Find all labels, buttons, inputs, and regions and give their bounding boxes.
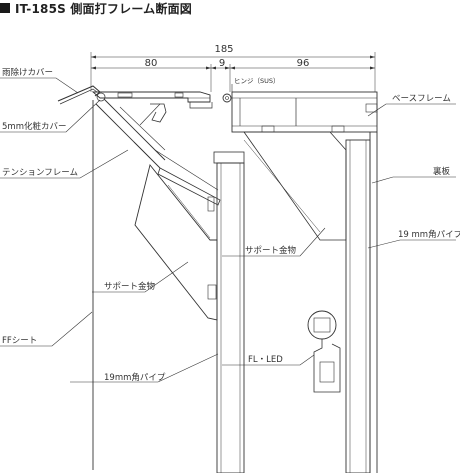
label-support-left: サポート金物 — [104, 281, 156, 292]
fl-led-fixture — [307, 310, 341, 393]
title-square-icon — [0, 3, 10, 13]
label-base-frame: ベースフレーム — [392, 94, 451, 104]
label-support-right: サポート金物 — [245, 245, 297, 256]
label-pipe-left: 19mm角パイプ — [104, 372, 166, 383]
label-pipe-right: 19 mm角パイプ — [398, 229, 460, 240]
dim-middle: 9 — [219, 58, 225, 69]
label-tension-frame: テンションフレーム — [2, 168, 78, 178]
leader-lines — [0, 77, 456, 383]
right-base-frame — [231, 91, 378, 473]
hinge — [222, 93, 232, 103]
dim-left: 80 — [145, 58, 158, 69]
label-decor-cover: 5mm化粧カバー — [2, 121, 66, 132]
title-text: IT-185S 側面打フレーム断面図 — [15, 1, 192, 16]
label-fl-led: FL・LED — [248, 355, 283, 365]
label-ff-sheet: FFシート — [2, 336, 37, 346]
label-rain-cover: 雨除けカバー — [2, 67, 53, 78]
left-frame-assembly — [57, 85, 245, 473]
dimension-group — [90, 52, 376, 92]
dim-total: 185 — [214, 44, 233, 55]
diagram-title: IT-185S 側面打フレーム断面図 — [0, 0, 192, 16]
dim-right: 96 — [297, 58, 310, 69]
label-back-plate: 裏板 — [433, 166, 451, 177]
label-hinge: ヒンジ（SUS） — [234, 77, 280, 85]
